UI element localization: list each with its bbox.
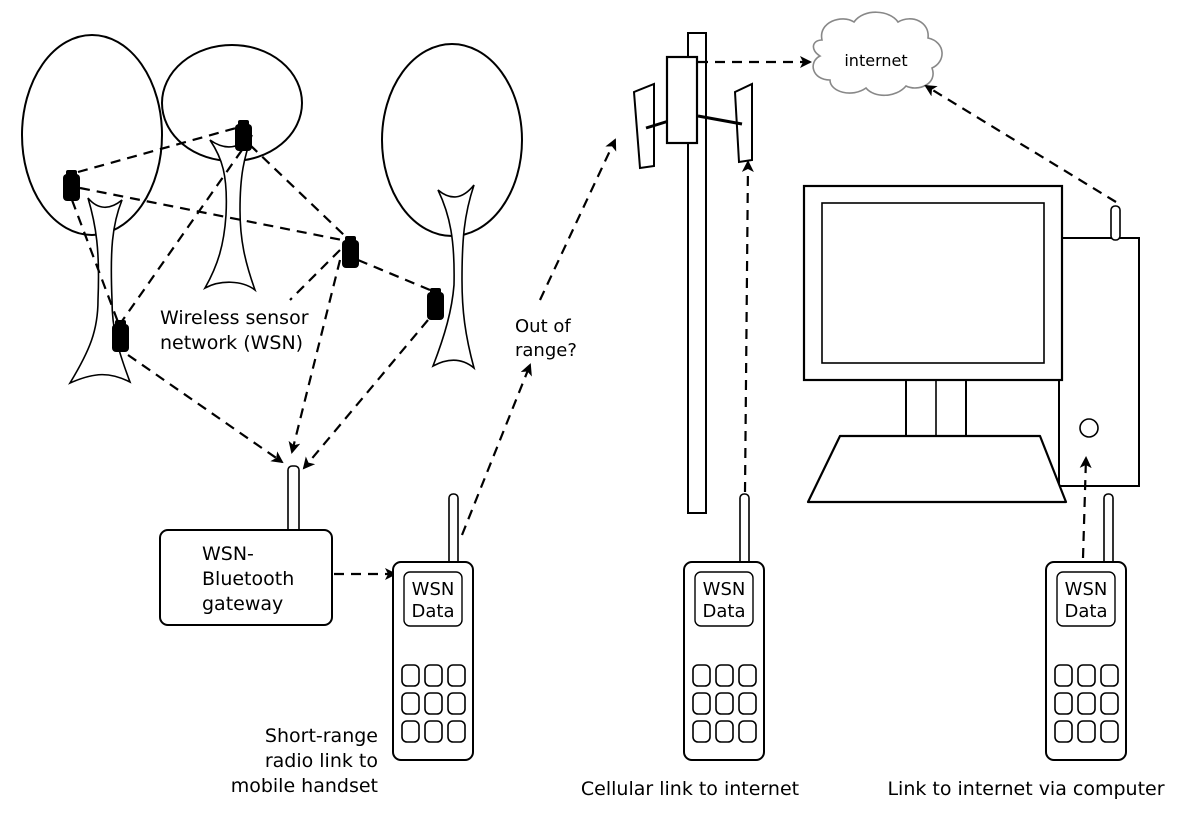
links-to-gateway — [127, 259, 429, 470]
computer-icon — [802, 184, 1140, 504]
computer-to-internet-link — [924, 84, 1117, 203]
cell-tower-icon — [632, 32, 753, 514]
out-of-range-line1: Out of — [515, 316, 571, 337]
wsn-mesh-links — [70, 126, 431, 325]
caption-short-range-line3: mobile handset — [231, 775, 378, 797]
gateway-label-line1: WSN- — [202, 543, 254, 565]
handset-screen-line2: Data — [1065, 601, 1108, 622]
sensor-node-icon — [342, 236, 359, 268]
mobile-handset-icon — [683, 493, 765, 761]
sensor-node-icon — [63, 170, 80, 201]
gateway-icon — [159, 465, 333, 626]
cellular-link-arrow — [741, 160, 754, 493]
out-of-range-link — [460, 138, 617, 536]
gateway-label-line2: Bluetooth — [202, 568, 294, 590]
handset-screen-line1: WSN — [703, 579, 746, 600]
mobile-handset-icon — [392, 493, 474, 761]
gateway-label-line3: gateway — [202, 593, 283, 615]
mobile-handset-icon — [1045, 493, 1127, 761]
caption-cellular: Cellular link to internet — [581, 778, 799, 800]
internet-label: internet — [844, 51, 907, 70]
handset-screen-line2: Data — [412, 601, 455, 622]
sensor-node-icon — [235, 120, 252, 151]
handset-screen-line1: WSN — [1065, 579, 1108, 600]
caption-computer: Link to internet via computer — [887, 778, 1164, 800]
handset-screen-line2: Data — [703, 601, 746, 622]
sensor-node-icon — [112, 320, 129, 352]
tree-icon-right — [381, 43, 523, 371]
caption-short-range-line2: radio link to — [265, 750, 378, 772]
tree-icon-middle — [161, 44, 303, 293]
tree-icon-left — [21, 34, 163, 385]
sensor-node-icon — [427, 288, 444, 320]
handset-screen-line1: WSN — [412, 579, 455, 600]
out-of-range-line2: range? — [515, 340, 577, 361]
wsn-label-line1: Wireless sensor — [160, 307, 309, 329]
caption-short-range-line1: Short-range — [265, 725, 378, 747]
wsn-label-line2: network (WSN) — [160, 332, 303, 354]
